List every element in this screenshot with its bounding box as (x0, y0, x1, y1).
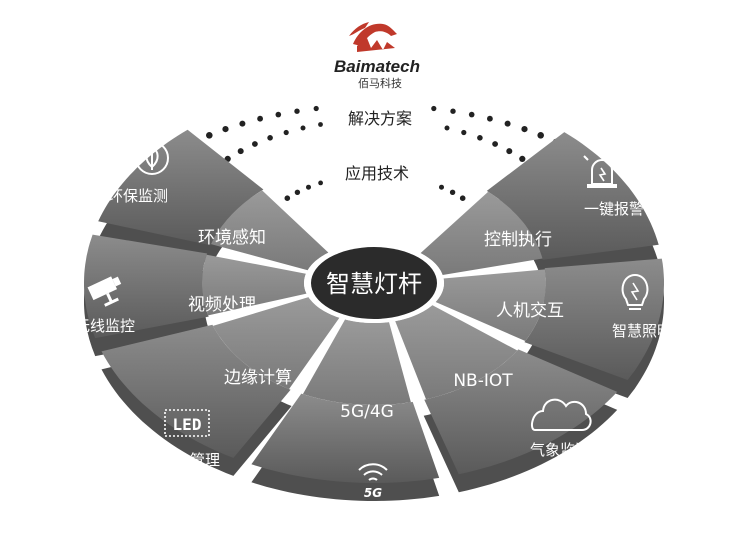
arc-dot (537, 132, 544, 139)
arc-dot (519, 155, 526, 162)
arc-dot (444, 125, 450, 131)
arc-dot (306, 184, 311, 190)
arc-dot (284, 195, 291, 201)
arc-dot (492, 141, 498, 147)
svg-text:5G: 5G (364, 486, 382, 500)
inner-segment-shape-video (202, 254, 307, 316)
leaf-icon (135, 141, 169, 175)
arc-dot (275, 111, 282, 118)
outer-segment-shape-weather (424, 349, 618, 475)
arc-dot (257, 115, 263, 122)
brand-name: Baimatech (334, 57, 420, 76)
outer-segment-alarm: 一键报警 (583, 148, 644, 218)
solutions-label: 解决方案 (348, 109, 412, 128)
outer-segment-shape-camera (84, 234, 209, 339)
arc-dot (439, 184, 444, 190)
outer-segment-shape-lighting (524, 258, 664, 380)
led-screen-icon: LED (164, 409, 210, 437)
inner-segment-labels: 环境感知 视频处理 边缘计算 5G/4G NB-IOT 人机交互 控制执行 (188, 228, 564, 422)
outer-segment-5g: 5G 5G预留 (346, 463, 398, 526)
svg-text:LED: LED (173, 415, 202, 434)
inner-label-environment: 环境感知 (198, 228, 266, 248)
bulb-icon (621, 273, 649, 310)
inner-segment-shape-5g4g (302, 319, 411, 405)
outer-segment-shape-env (98, 129, 264, 246)
brand-logo: Baimatech 佰马科技 (334, 22, 420, 90)
inner-label-hmi: 人机交互 (496, 301, 564, 321)
camera-icon (87, 276, 122, 307)
brand-subtitle: 佰马科技 (358, 76, 402, 90)
arc-dot (461, 129, 467, 136)
outer-label-5g: 5G预留 (346, 508, 397, 526)
inner-label-nbiot: NB-IOT (453, 371, 513, 391)
outer-label-camera: 无线监控 (75, 317, 135, 335)
outer-label-lighting: 智慧照明 (612, 322, 672, 340)
inner-segment-shape-nbiot (395, 305, 518, 400)
arc-dot (468, 111, 475, 118)
inner-segment-shape-edge (213, 297, 340, 390)
outer-segment-weather: 气象监测 (530, 398, 592, 459)
arc-dot (252, 141, 258, 147)
arc-dot (294, 189, 301, 195)
inner-segment-shape-control (420, 191, 543, 275)
hub: 智慧灯杆 (304, 243, 444, 323)
outer-segment-shape-alarm (486, 132, 659, 260)
outer-segment-info: LED 信息管理 (160, 409, 220, 469)
arc-dot (300, 125, 306, 131)
arc-dot (267, 135, 273, 141)
ring (84, 129, 664, 501)
horse-logo-icon (349, 22, 397, 52)
hub-disc (311, 247, 437, 319)
inner-segment-shape-hmi (435, 269, 546, 341)
outer-segment-shape-5g (251, 393, 440, 483)
arc-dot (449, 189, 456, 195)
outer-segment-env: 环保监测 (108, 141, 169, 205)
arc-dot (239, 120, 246, 127)
alarm-icon (583, 148, 621, 188)
arc-dot (294, 108, 300, 114)
arc-dot (504, 120, 511, 127)
arc-dot (318, 180, 323, 186)
cloud-icon (530, 398, 592, 431)
arc-dot (450, 108, 456, 114)
hub-label: 智慧灯杆 (326, 270, 422, 298)
arc-dot (206, 132, 213, 139)
arc-dot (313, 105, 319, 112)
outer-segment-camera: 无线监控 (75, 276, 135, 335)
arc-dot (506, 148, 513, 155)
inner-label-video: 视频处理 (188, 295, 256, 315)
inner-label-control: 控制执行 (484, 230, 552, 250)
technology-label: 应用技术 (345, 164, 409, 183)
inner-label-edge: 边缘计算 (224, 368, 292, 388)
arc-dot (237, 148, 244, 155)
outer-label-env: 环保监测 (108, 187, 168, 205)
outer-segment-lighting: 智慧照明 (612, 273, 672, 340)
arc-dot (431, 105, 437, 112)
arc-dot (477, 135, 483, 141)
inner-label-5g4g: 5G/4G (340, 402, 394, 422)
arc-dot (318, 122, 323, 127)
arc-dot (222, 126, 229, 133)
outer-segments: 环保监测 无线监控 LED 信息管理 5 (75, 141, 672, 526)
outer-label-alarm: 一键报警 (584, 200, 644, 218)
inner-segment-shape-environment (211, 190, 329, 271)
arc-dot (283, 129, 289, 136)
outer-segment-shape-info (101, 324, 291, 458)
arc-dot (487, 115, 493, 122)
arc-dot (521, 126, 528, 133)
outer-label-info: 信息管理 (160, 451, 220, 469)
arc-dot (459, 195, 466, 201)
5g-signal-icon: 5G (358, 463, 388, 500)
outer-label-weather: 气象监测 (530, 441, 590, 459)
